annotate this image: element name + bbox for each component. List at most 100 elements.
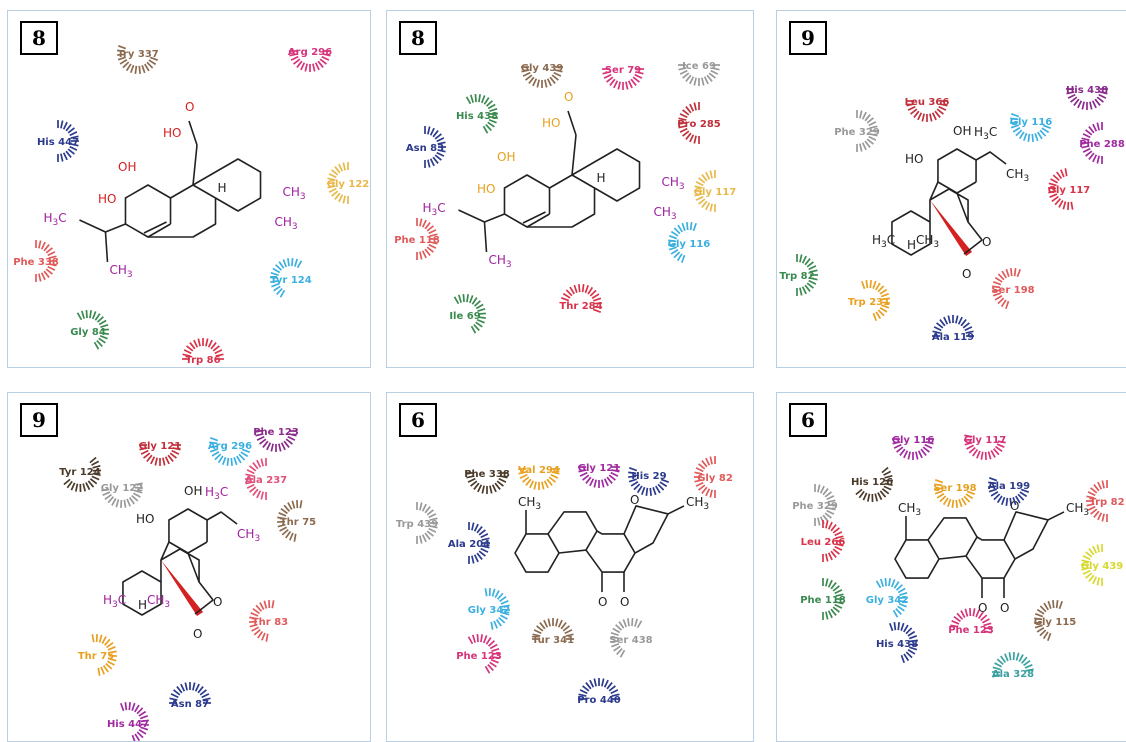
residue-label: Gly 116: [892, 435, 935, 446]
atom-label: O: [630, 493, 639, 507]
panel-number: 6: [789, 403, 827, 437]
residue-label: Phe 123: [456, 651, 502, 662]
residue-label: Ala 237: [245, 475, 287, 486]
residue-label: His 29: [631, 471, 666, 482]
panel-number: 9: [789, 21, 827, 55]
residue-contact: [248, 599, 275, 642]
residue-contact: [668, 222, 697, 264]
residue-contact: [578, 678, 620, 700]
residue-contact: [628, 467, 670, 496]
atom-label: CH3: [237, 527, 260, 544]
atom-label: CH3: [518, 495, 541, 512]
residue-label: Gly 121: [139, 441, 182, 452]
residue-label: Phe 329: [792, 501, 838, 512]
residue-label: Gly 121: [578, 463, 621, 474]
atom-label: OH: [118, 160, 136, 174]
residue-contact: [182, 338, 224, 360]
residue-label: His 447: [107, 719, 149, 730]
atom-label: O: [193, 627, 202, 641]
residue-label: Ser 198: [991, 285, 1034, 296]
atom-label: OH: [953, 124, 971, 138]
residue-contact: [1081, 544, 1103, 586]
residue-contact: [467, 633, 501, 674]
atom-label: O: [185, 100, 194, 114]
residue-label: Pro 285: [677, 119, 721, 130]
residue-label: Phe 123: [253, 427, 299, 438]
residue-contact: [1081, 122, 1103, 164]
residue-label: Ile 69: [449, 311, 480, 322]
residue-contact: [169, 682, 211, 704]
residue-contact: [889, 622, 918, 664]
residue-contact: [209, 437, 251, 466]
residue-label: Gly 116: [1010, 117, 1053, 128]
residue-label: Trp 86: [185, 355, 220, 366]
atom-label: CH3: [662, 175, 685, 192]
residue-contact: [245, 458, 267, 500]
residue-label: Gly 439: [521, 63, 564, 74]
atom-label: OH: [497, 150, 515, 164]
residue-contact: [76, 309, 110, 350]
atom-label: O: [1010, 499, 1019, 513]
atom-label: H3C: [43, 211, 66, 228]
residue-label: Thr 75: [78, 651, 114, 662]
residue-contact: [466, 472, 508, 494]
residue-contact: [101, 482, 144, 509]
residue-label: Phe 123: [948, 625, 994, 636]
residue-contact: [465, 93, 499, 134]
panel-number: 6: [399, 403, 437, 437]
residue-label: Ala 328: [992, 669, 1034, 680]
residue-label: Ala 199: [988, 481, 1030, 492]
panel-number: 9: [20, 403, 58, 437]
residue-label: Trp 439: [396, 519, 438, 530]
atom-label: HO: [163, 126, 181, 140]
residue-contact: [120, 702, 149, 741]
residue-contact: [875, 577, 909, 618]
residue-label: Pro 440: [577, 695, 621, 706]
residue-contact: [932, 315, 974, 337]
residue-label: Try 337: [117, 49, 159, 60]
residue-label: His 438: [456, 111, 498, 122]
residue-label: Trp 231: [848, 297, 890, 308]
residue-label: Phe 288: [1079, 139, 1125, 150]
residue-contact: [57, 120, 79, 162]
residue-label: Gly 116: [668, 239, 711, 250]
residue-contact: [934, 479, 976, 508]
atom-label: CH3: [686, 495, 709, 512]
residue-label: Arg 296: [288, 47, 332, 58]
residue-contact: [1034, 600, 1063, 642]
residue-contact: [796, 254, 818, 296]
residue-label: Leu 366: [905, 97, 950, 108]
residue-label: Gly 117: [964, 435, 1007, 446]
residue-contact: [855, 466, 894, 503]
residue-contact: [484, 587, 511, 630]
atom-label: O: [598, 595, 607, 609]
residue-label: Ser 79: [605, 65, 641, 76]
atom-label: H: [138, 598, 147, 612]
atom-label: CH3: [488, 253, 511, 270]
residue-label: Tyr 124: [270, 275, 311, 286]
residue-contact: [892, 438, 934, 460]
residue-contact: [963, 434, 1006, 461]
residue-label: Gly 117: [1048, 185, 1091, 196]
atom-label: H3C: [974, 125, 997, 142]
panel-number: 8: [20, 21, 58, 55]
residue-contact: [532, 618, 574, 640]
residue-label: Leu 266: [801, 537, 846, 548]
residue-label: Val 294: [518, 465, 560, 476]
residue-label: Ala 204: [448, 539, 490, 550]
atom-label: H: [597, 171, 606, 185]
residue-contact: [139, 444, 181, 466]
residue-contact: [609, 617, 643, 658]
atom-label: CH3: [1006, 167, 1029, 184]
residue-contact: [992, 268, 1021, 310]
residue-label: Phe 329: [834, 127, 880, 138]
residue-contact: [276, 499, 303, 542]
residue-label: Gly 122: [101, 483, 144, 494]
